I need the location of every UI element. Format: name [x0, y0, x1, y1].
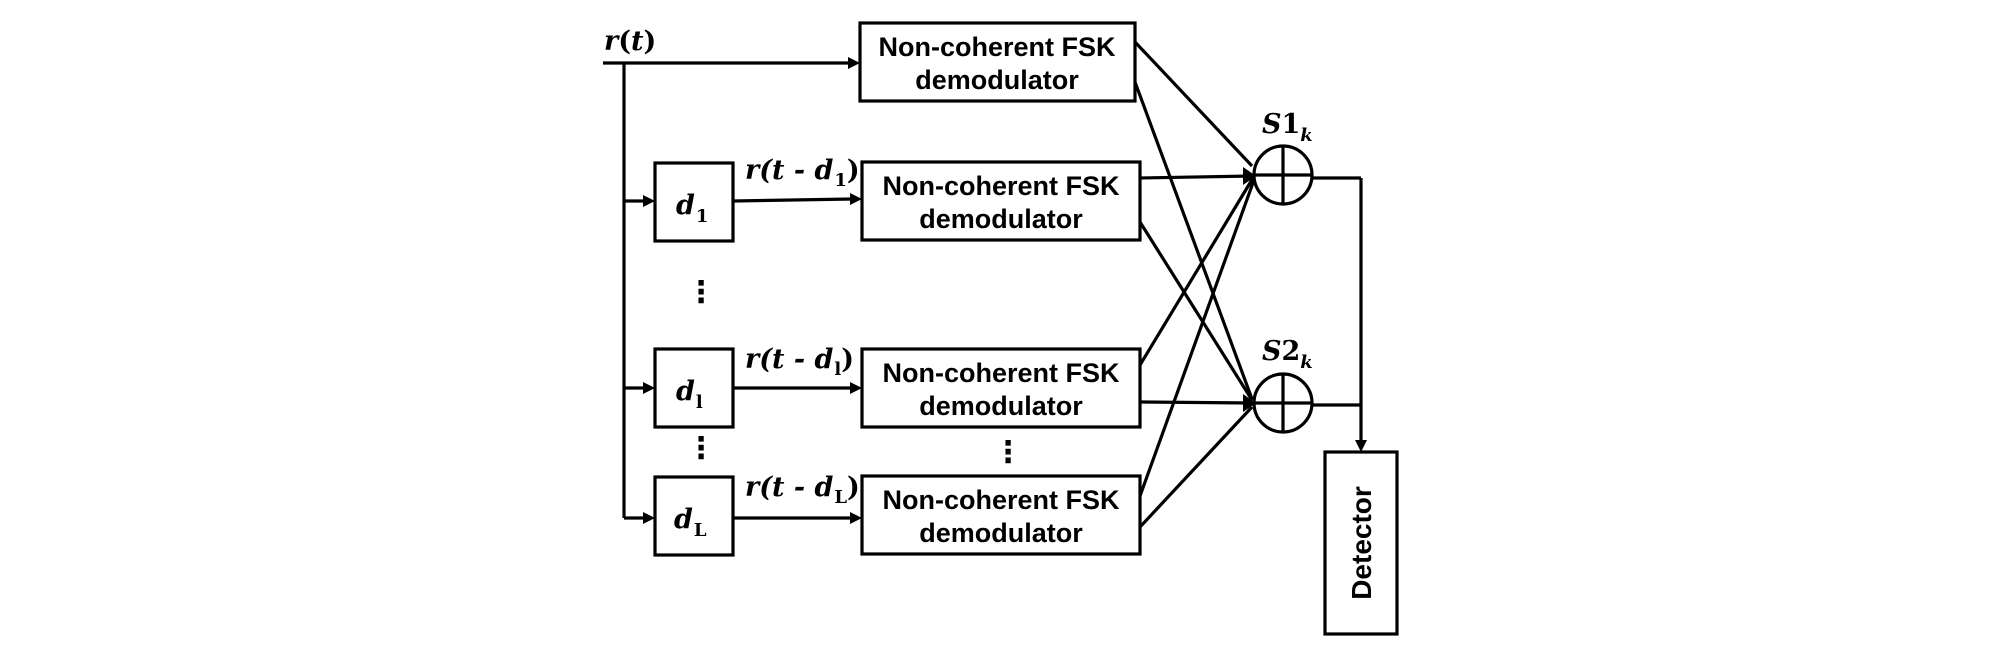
arrow-demod-1-icon	[850, 193, 862, 205]
summer-s2	[1252, 372, 1314, 434]
svg-text:Non-coherent FSK: Non-coherent FSK	[878, 32, 1116, 62]
svg-text:demodulator: demodulator	[919, 518, 1083, 548]
arrow-dL-icon	[643, 512, 655, 524]
delayed-signal-label-l: r(t - dl)	[745, 344, 854, 380]
arrow-demod-0-icon	[848, 57, 860, 69]
ellipsis-delays-upper: ⋮	[686, 275, 716, 310]
arrow-demod-l-icon	[850, 382, 862, 394]
svg-text:Detector: Detector	[1346, 486, 1377, 600]
summer-s1-label: S1k	[1262, 109, 1313, 146]
svg-text:Non-coherent FSK: Non-coherent FSK	[882, 171, 1120, 201]
svg-text:d1: d1	[676, 190, 708, 227]
delayed-signal-label-L: r(t - dL)	[745, 472, 860, 508]
svg-text:demodulator: demodulator	[919, 204, 1083, 234]
arrow-into-s1-icon	[1243, 167, 1256, 185]
arrow-into-s2-icon	[1243, 394, 1256, 412]
demodulator-block-l: Non-coherent FSK demodulator	[860, 347, 1142, 429]
svg-text:dl: dl	[676, 376, 703, 413]
arrow-detector-icon	[1355, 440, 1367, 452]
link-demod0-to-s1	[1133, 40, 1254, 168]
detector-block: Detector	[1323, 450, 1399, 636]
link-demodl-to-s1	[1138, 177, 1255, 366]
link-demod1-to-s1	[1139, 174, 1253, 180]
delay-block-dL: dL	[653, 475, 735, 557]
svg-text:dL: dL	[674, 504, 707, 541]
delayed-signal-label-1: r(t - d1)	[745, 155, 860, 191]
link-demodL-to-s2	[1138, 405, 1254, 529]
demodulator-block-0: Non-coherent FSK demodulator	[858, 21, 1137, 103]
ellipsis-delays-lower: ⋮	[686, 431, 716, 466]
demodulator-block-1: Non-coherent FSK demodulator	[860, 160, 1142, 242]
link-demod1-to-s2	[1138, 221, 1254, 401]
svg-text:Non-coherent FSK: Non-coherent FSK	[882, 485, 1120, 515]
input-signal-label: r(t)	[604, 26, 656, 57]
arrow-dl-icon	[643, 382, 655, 394]
link-demod0-to-s2	[1133, 81, 1254, 400]
svg-text:Non-coherent FSK: Non-coherent FSK	[882, 358, 1120, 388]
delayed-line-1	[732, 197, 853, 203]
link-demodl-to-s2	[1139, 400, 1253, 405]
delay-block-d1: d1	[653, 161, 735, 243]
summer-s2-label: S2k	[1262, 336, 1313, 373]
arrow-demod-L-icon	[850, 512, 862, 524]
summer-s1	[1252, 144, 1314, 206]
demodulator-block-L: Non-coherent FSK demodulator	[860, 474, 1142, 556]
svg-text:demodulator: demodulator	[919, 391, 1083, 421]
ellipsis-demodulators: ⋮	[993, 435, 1023, 470]
delay-block-dl: dl	[653, 347, 735, 429]
arrow-d1-icon	[643, 195, 655, 207]
link-demodL-to-s1	[1138, 179, 1256, 497]
svg-text:demodulator: demodulator	[915, 65, 1079, 95]
